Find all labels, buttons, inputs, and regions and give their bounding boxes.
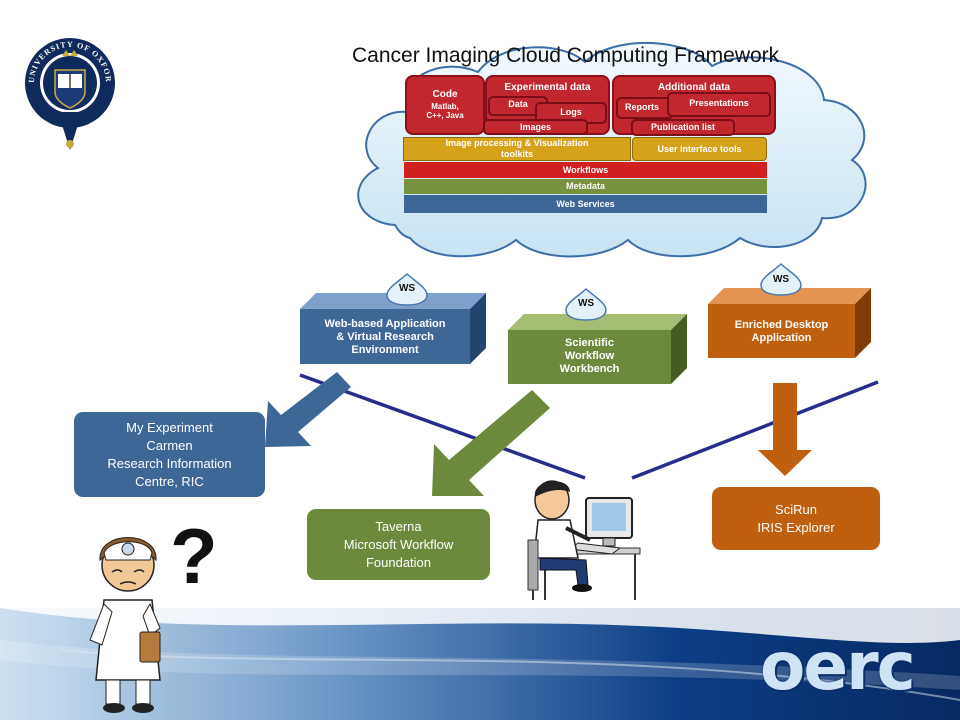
reports-pill: Reports [616,97,674,119]
web-app-line2: & Virtual Research [336,331,434,343]
toolkits-line2: toolkits [500,149,533,159]
cube-desktop-shape [708,288,871,358]
question-mark: ? [170,512,218,600]
toolkits-line1: Image processing & Visualization [445,138,589,148]
publication-list-pill: Publication list [631,119,735,136]
ws-drop-3 [760,262,802,296]
code-box: Code Matlab, C++, Java [405,75,485,135]
code-langs-line1: Matlab, [431,102,459,111]
data-pill: Data [488,96,548,116]
oxford-seal-label: UNIVERSITY OF OXFORD [25,38,112,83]
desktop-line2: Application [751,332,812,344]
taverna-box: Taverna Microsoft Workflow Foundation [307,509,490,580]
workflows-band: Workflows [404,162,767,178]
code-title: Code [432,89,458,100]
ws-label-1: WS [398,283,416,294]
computer-user-illustration [527,480,641,600]
arrow-blue [265,372,351,447]
oxford-seal-text: UNIVERSITY OF OXFORD [25,38,113,83]
page-title: Cancer Imaging Cloud Computing Framework [352,44,780,67]
workbench-line2: Workflow [564,350,615,362]
workbench-label: Scientific Workflow Workbench [508,337,671,376]
bottom-banner [0,608,960,720]
connector-line-right [631,380,879,480]
desktop-line1: Enriched Desktop [734,319,829,331]
desktop-app-label: Enriched Desktop Application [708,319,855,345]
presentations-pill: Presentations [667,92,771,117]
oxford-seal-logo [25,38,115,150]
code-langs-line2: C++, Java [426,111,464,120]
images-pill: Images [483,119,588,135]
oerc-logo: oerc [760,628,916,705]
toolkits-band: Image processing & Visualization toolkit… [403,137,631,161]
connector-line-left [299,373,586,480]
ws-label-3: WS [772,274,790,285]
additional-data-title: Additional data [657,82,731,93]
nurse-illustration [89,537,161,713]
arrow-orange [758,383,812,476]
scirun-line2: IRIS Explorer [757,519,835,535]
ws-drop-2 [565,287,607,321]
web-services-band: Web Services [404,195,767,213]
metadata-band: Metadata [404,179,767,194]
my-experiment-line4: Centre, RIC [135,473,204,489]
scirun-box: SciRun IRIS Explorer [712,487,880,550]
workbench-line3: Workbench [559,363,620,375]
web-app-line1: Web-based Application [324,318,446,330]
cube-workbench-shape [508,314,687,384]
svg-text:UNIVERSITY OF OXFORD: UNIVERSITY OF OXFORD [25,38,113,83]
ws-drop-1 [386,272,428,306]
my-experiment-line2: Carmen [146,437,193,453]
ws-label-2: WS [577,298,595,309]
my-experiment-line3: Research Information [107,455,232,471]
experimental-data-title: Experimental data [504,82,591,93]
workbench-line1: Scientific [565,337,614,349]
web-app-line3: Environment [351,344,419,356]
web-app-label: Web-based Application & Virtual Research… [300,318,470,357]
ui-tools-band: User interface tools [632,137,767,161]
taverna-line1: Taverna [375,518,422,534]
my-experiment-line1: My Experiment [126,419,213,435]
my-experiment-box: My Experiment Carmen Research Informatio… [74,412,265,497]
taverna-line2: Microsoft Workflow [343,536,454,552]
arrow-green [432,390,550,496]
taverna-line3: Foundation [365,554,432,570]
scirun-line1: SciRun [775,501,817,517]
